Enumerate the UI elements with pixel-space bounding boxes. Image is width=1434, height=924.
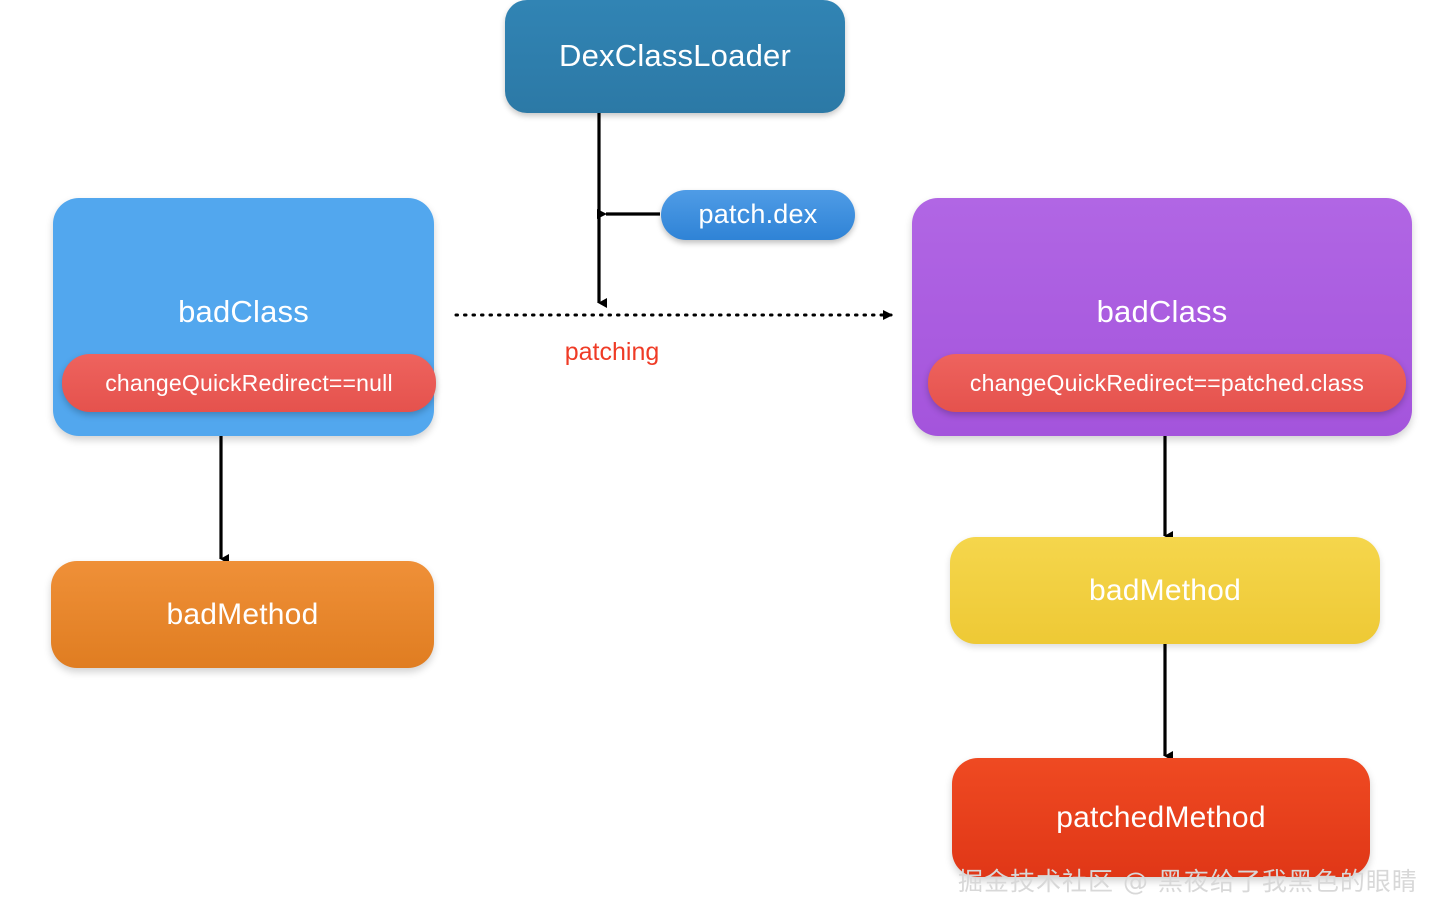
- badclass-original-label: badClass: [178, 294, 309, 329]
- node-badmethod-patched-side[interactable]: badMethod: [950, 537, 1380, 644]
- change-quick-redirect-patched-label: changeQuickRedirect==patched.class: [969, 369, 1365, 396]
- edge-label-patching: patching: [564, 338, 660, 366]
- node-patch-dex[interactable]: patch.dex: [661, 190, 855, 240]
- node-patched-method[interactable]: patchedMethod: [952, 758, 1370, 877]
- badclass-patched-label: badClass: [1096, 294, 1228, 329]
- badge-change-quick-redirect-patched[interactable]: changeQuickRedirect==patched.class: [928, 354, 1406, 412]
- watermark-text: 掘金技术社区 @ 黑夜给了我黑色的眼睛: [958, 867, 1418, 896]
- change-quick-redirect-null-label: changeQuickRedirect==null: [105, 369, 393, 396]
- node-badclass-original[interactable]: badClass changeQuickRedirect==null: [53, 198, 436, 436]
- patched-method-label: patchedMethod: [1056, 801, 1266, 834]
- node-badclass-patched[interactable]: badClass changeQuickRedirect==patched.cl…: [912, 198, 1412, 436]
- patch-dex-label: patch.dex: [698, 199, 818, 230]
- badge-change-quick-redirect-null[interactable]: changeQuickRedirect==null: [62, 354, 436, 412]
- dex-class-loader-label: DexClassLoader: [559, 38, 791, 74]
- node-badmethod-original[interactable]: badMethod: [51, 561, 434, 668]
- badmethod-patched-side-label: badMethod: [1089, 574, 1241, 607]
- badmethod-original-label: badMethod: [166, 598, 319, 631]
- node-dex-class-loader[interactable]: DexClassLoader: [505, 0, 845, 113]
